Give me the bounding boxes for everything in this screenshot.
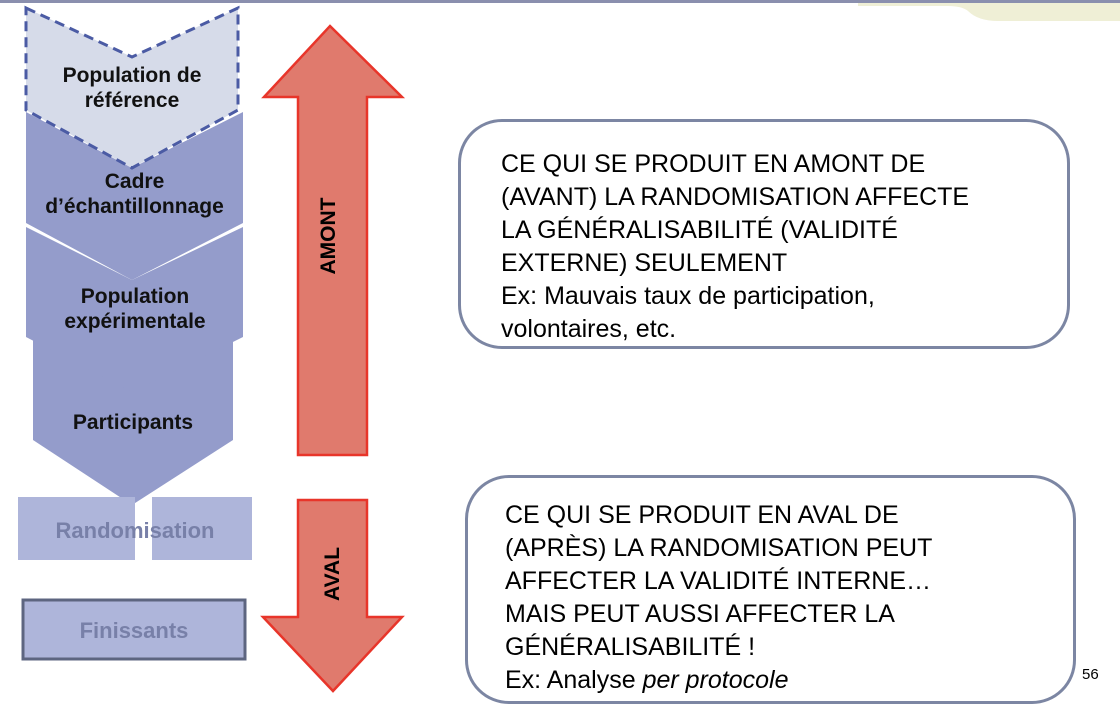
aval-label: AVAL [321,546,344,602]
finissants-box [21,598,247,661]
down-arrow [260,498,405,693]
page-number: 56 [1082,666,1099,683]
flow-step-cadre-echantillonnage: Cadre d’échantillonnage [45,170,224,218]
up-arrow [261,24,406,457]
randomisation-box-right [152,497,252,560]
callout-amont-example: volontaires, etc. [501,315,677,343]
flow-step-participants: Participants [72,411,194,434]
callout-aval-example-prefix: Ex: Analyse [505,666,643,694]
top-rule [0,0,1120,3]
callout-aval-line: CE QUI SE PRODUIT EN AVAL DE [505,501,899,529]
callout-aval: CE QUI SE PRODUIT EN AVAL DE (APRÈS) LA … [465,475,1076,704]
chevron-population-reference [24,5,240,170]
chevron-population-experimentale [26,227,243,392]
callout-amont-line: EXTERNE) SEULEMENT [501,249,788,277]
callout-amont-example: Ex: Mauvais taux de participation, [501,282,875,310]
callout-aval-line: (APRÈS) LA RANDOMISATION PEUT [505,534,933,562]
callout-aval-line: GÉNÉRALISABILITÉ ! [505,633,756,661]
callout-aval-line: MAIS PEUT AUSSI AFFECTER LA [505,600,895,628]
amont-label: AMONT [317,197,340,275]
chevron-cadre-echantillonnage [26,112,243,280]
callout-aval-example: Ex: Analyse per protocole [505,664,1073,697]
finissants-label: Finissants [79,618,189,643]
flow-step-population-experimentale: Population expérimentale [64,285,206,333]
corner-tab [858,3,1120,21]
flow-step-population-reference: Population de référence [62,64,202,112]
callout-amont: CE QUI SE PRODUIT EN AMONT DE (AVANT) LA… [458,119,1070,349]
chevron-participants [33,340,233,505]
callout-aval-line: AFFECTER LA VALIDITÉ INTERNE… [505,567,932,595]
callout-amont-line: LA GÉNÉRALISABILITÉ (VALIDITÉ [501,216,898,244]
callout-amont-line: CE QUI SE PRODUIT EN AMONT DE [501,150,926,178]
callout-amont-line: (AVANT) LA RANDOMISATION AFFECTE [501,183,970,211]
randomisation-box-left [18,497,135,560]
callout-aval-example-italic: per protocole [642,666,789,694]
randomisation-label: Randomisation [55,518,215,543]
